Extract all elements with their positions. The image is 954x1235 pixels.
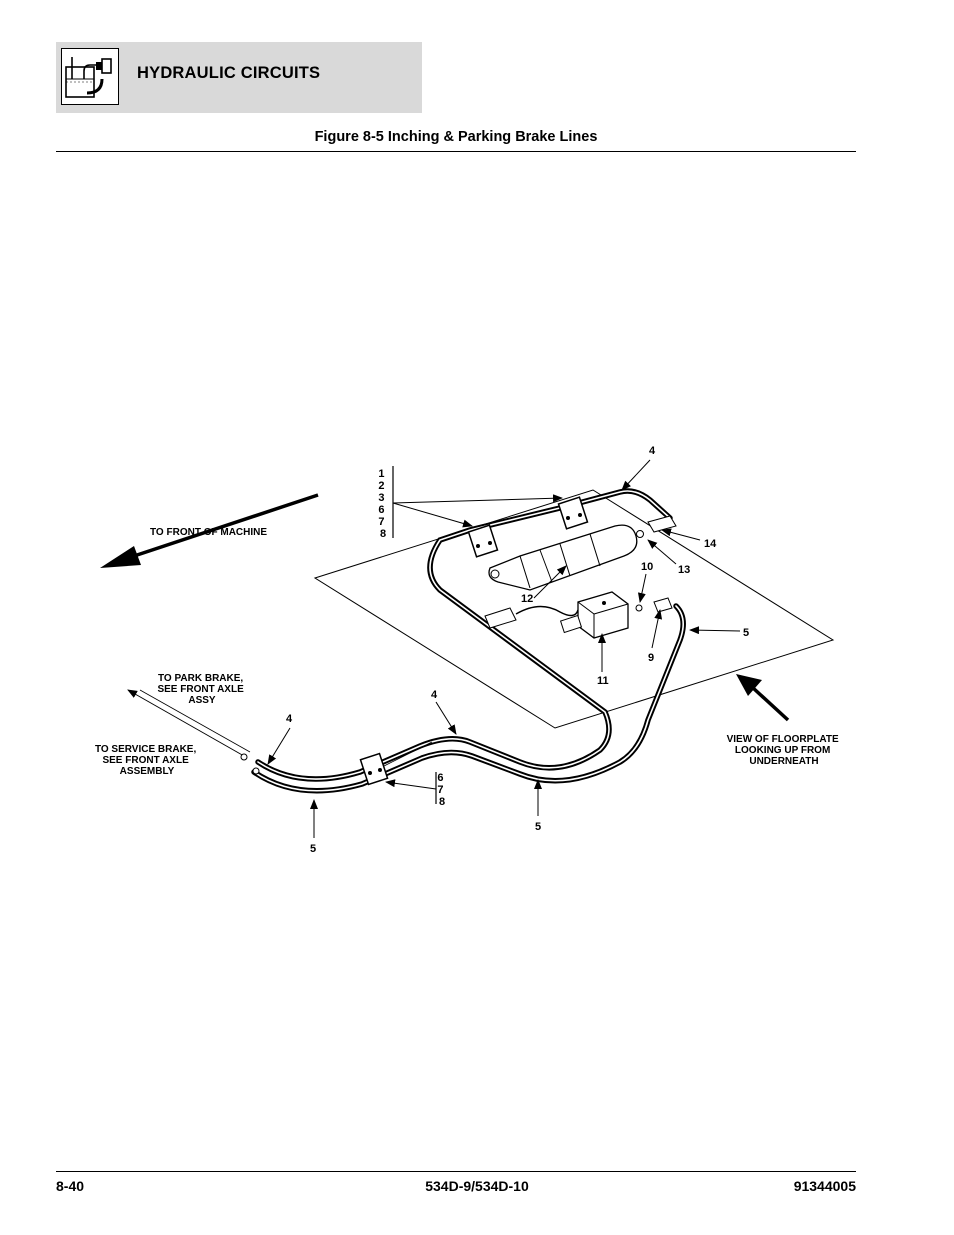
callout-11: 11 bbox=[597, 675, 609, 687]
callout-4-mid: 4 bbox=[431, 689, 438, 701]
callout-4-left: 4 bbox=[286, 713, 293, 725]
callout-10: 10 bbox=[641, 561, 653, 573]
pressure-switch-block bbox=[559, 591, 629, 639]
label-park-brake: TO PARK BRAKE, SEE FRONT AXLE ASSY bbox=[157, 673, 246, 706]
fitting-14 bbox=[647, 515, 677, 533]
park-brake-line bbox=[127, 689, 245, 757]
callout-13: 13 bbox=[678, 564, 690, 576]
hydraulic-reservoir-icon bbox=[61, 48, 119, 105]
section-title: HYDRAULIC CIRCUITS bbox=[137, 64, 321, 82]
clamp-lower bbox=[359, 752, 389, 786]
fitting-10 bbox=[635, 604, 643, 612]
model-number: 534D-9/534D-10 bbox=[425, 1178, 529, 1194]
callout-stack-bottom: 6 7 8 bbox=[437, 772, 446, 808]
callout-5-right: 5 bbox=[743, 627, 749, 639]
label-service-brake: TO SERVICE BRAKE, SEE FRONT AXLE ASSEMBL… bbox=[95, 744, 199, 777]
clamp-front bbox=[467, 524, 499, 558]
top-rule bbox=[56, 151, 856, 152]
callout-14: 14 bbox=[704, 538, 717, 550]
label-view-floorplate: VIEW OF FLOORPLATE LOOKING UP FROM UNDER… bbox=[727, 734, 842, 767]
label-front-of-machine: TO FRONT OF MACHINE bbox=[150, 527, 267, 538]
document-number: 91344005 bbox=[793, 1178, 856, 1194]
figure-title: Figure 8-5 Inching & Parking Brake Lines bbox=[314, 129, 598, 145]
bottom-rule bbox=[56, 1171, 856, 1172]
floorplate-outline bbox=[313, 489, 835, 729]
front-direction-arrow bbox=[100, 493, 319, 568]
fitting-13 bbox=[636, 530, 644, 538]
callout-4-top: 4 bbox=[649, 445, 656, 457]
callout-9: 9 bbox=[648, 652, 654, 664]
page-number: 8-40 bbox=[56, 1178, 85, 1194]
callout-5-left: 5 bbox=[310, 843, 316, 855]
brake-valve bbox=[488, 524, 638, 591]
view-direction-arrow bbox=[736, 674, 790, 722]
electrical-connector bbox=[484, 605, 579, 629]
callout-5-mid: 5 bbox=[535, 821, 541, 833]
fitting-9 bbox=[653, 597, 673, 613]
callout-stack-top: 1 2 3 6 7 8 bbox=[378, 468, 387, 540]
callout-12: 12 bbox=[521, 593, 533, 605]
clamp-rear bbox=[557, 496, 589, 530]
